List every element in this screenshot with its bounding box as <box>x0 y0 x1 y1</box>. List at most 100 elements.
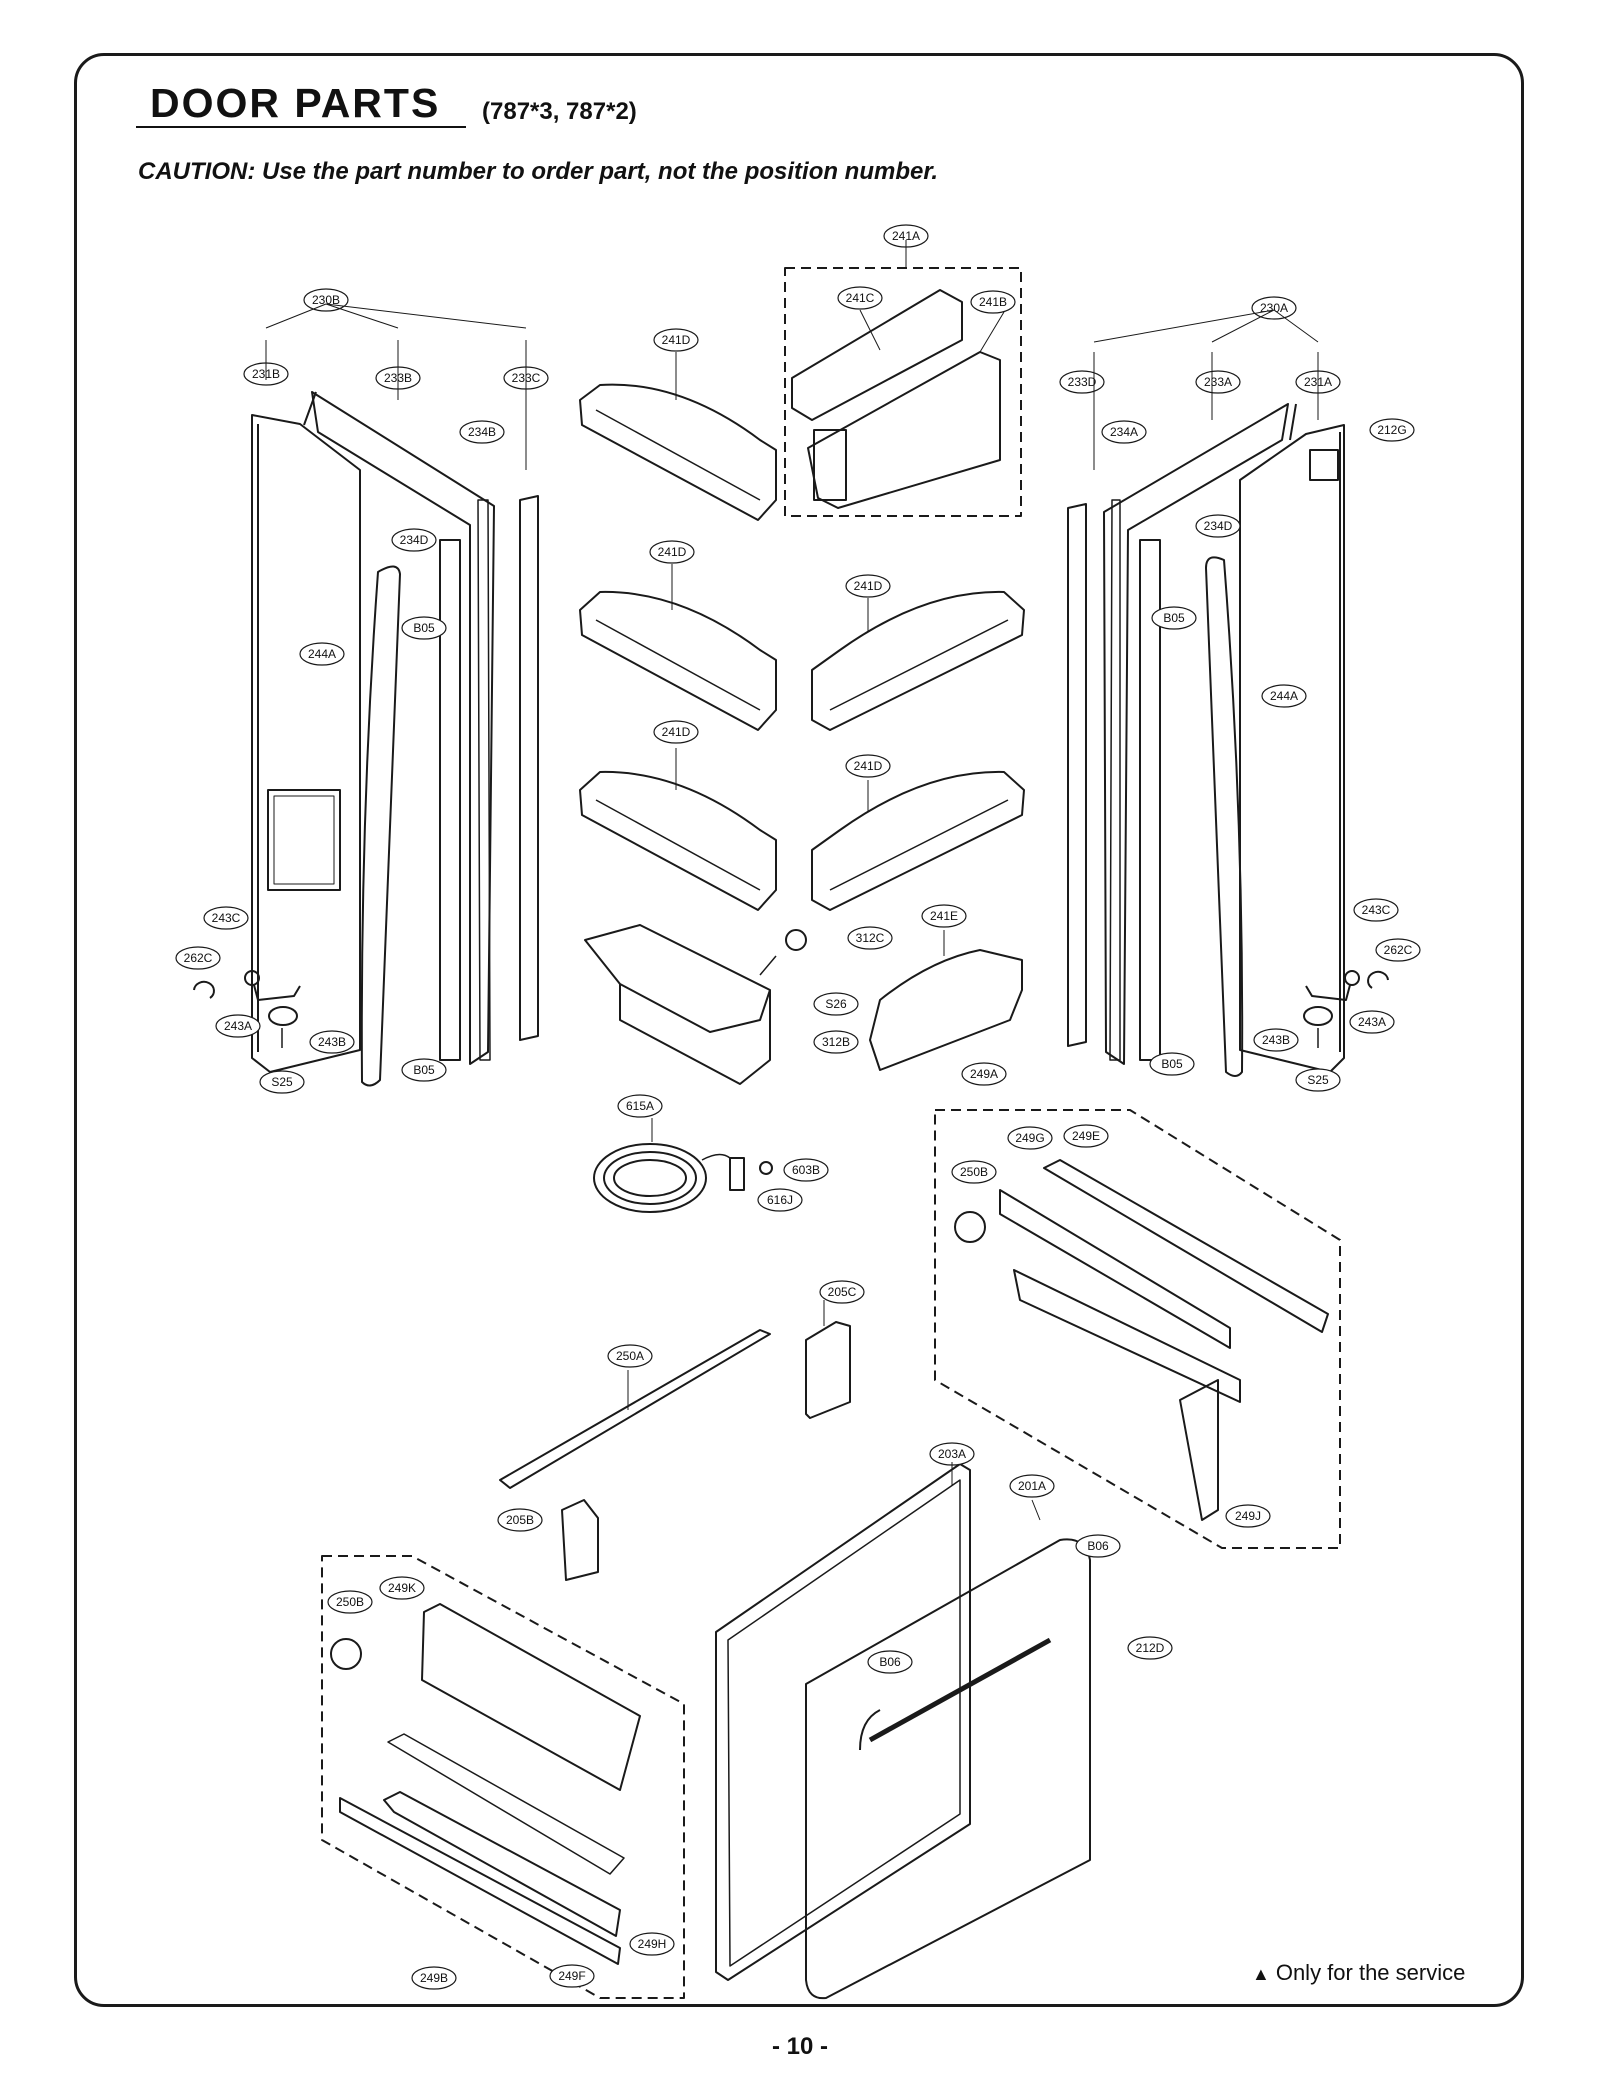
model-numbers: (787*3, 787*2) <box>482 98 637 125</box>
callout-603b: 603B <box>783 1158 829 1182</box>
callout-label: 241D <box>854 759 883 773</box>
callout-241a: 241A <box>883 224 929 248</box>
callout-label: 244A <box>308 647 336 661</box>
callout-label: 234A <box>1110 425 1138 439</box>
callout-label: 243A <box>224 1019 252 1033</box>
callout-241d: 241D <box>653 328 699 352</box>
callout-label: 312C <box>856 931 885 945</box>
callout-label: 230B <box>312 293 340 307</box>
callout-label: 205B <box>506 1513 534 1527</box>
callout-label: B05 <box>1161 1057 1183 1071</box>
caution-note: CAUTION: Use the part number to order pa… <box>138 158 939 185</box>
callout-249b: 249B <box>411 1966 457 1990</box>
callout-label: 234B <box>468 425 496 439</box>
callout-label: 241E <box>930 909 958 923</box>
callout-label: 241A <box>892 229 920 243</box>
callout-203a: 203A <box>929 1442 975 1466</box>
callout-label: 205C <box>828 1285 857 1299</box>
freezer-drawer <box>715 1463 1091 2000</box>
callout-243a: 243A <box>1349 1010 1395 1034</box>
callout-label: 244A <box>1270 689 1298 703</box>
callout-249e: 249E <box>1063 1124 1109 1148</box>
callout-244a: 244A <box>1261 684 1307 708</box>
callout-label: 262C <box>1384 943 1413 957</box>
callout-b05: B05 <box>401 1058 447 1082</box>
callout-label: B05 <box>413 621 435 635</box>
callout-241d: 241D <box>649 540 695 564</box>
callout-label: 241D <box>658 545 687 559</box>
callout-label: S25 <box>271 1075 293 1089</box>
callout-241d: 241D <box>653 720 699 744</box>
callout-212d: 212D <box>1127 1636 1173 1660</box>
callout-233a: 233A <box>1195 370 1241 394</box>
callout-b06: B06 <box>1075 1534 1121 1558</box>
callout-label: 233A <box>1204 375 1232 389</box>
service-note: ▲Only for the service <box>1252 1960 1465 1986</box>
callout-241c: 241C <box>837 286 883 310</box>
callout-s25: S25 <box>1295 1068 1341 1092</box>
callout-234a: 234A <box>1101 420 1147 444</box>
callout-241e: 241E <box>921 904 967 928</box>
callout-label: 230A <box>1260 301 1288 315</box>
callout-b05: B05 <box>401 616 447 640</box>
callout-label: 243B <box>318 1035 346 1049</box>
callout-233d: 233D <box>1059 370 1105 394</box>
callout-201a: 201A <box>1009 1474 1055 1498</box>
callout-label: 234D <box>400 533 429 547</box>
callout-243b: 243B <box>1253 1028 1299 1052</box>
callout-234b: 234B <box>459 420 505 444</box>
callout-label: 250A <box>616 1349 644 1363</box>
callout-616j: 616J <box>757 1188 803 1212</box>
callout-249h: 249H <box>629 1932 675 1956</box>
callout-234d: 234D <box>391 528 437 552</box>
callout-249a: 249A <box>961 1062 1007 1086</box>
callout-label: B05 <box>1163 611 1185 625</box>
callout-label: 243A <box>1358 1015 1386 1029</box>
page-number: - 10 - <box>771 2033 828 2060</box>
callout-label: 249E <box>1072 1129 1100 1143</box>
callout-241d: 241D <box>845 574 891 598</box>
callout-label: 249F <box>558 1969 585 1983</box>
callout-243a: 243A <box>215 1014 261 1038</box>
callout-243c: 243C <box>203 906 249 930</box>
callout-label: B05 <box>413 1063 435 1077</box>
door-bins <box>579 267 1025 1085</box>
callout-250b: 250B <box>327 1590 373 1614</box>
callout-label: 312B <box>822 1035 850 1049</box>
callout-label: B06 <box>1087 1539 1109 1553</box>
callout-262c: 262C <box>175 946 221 970</box>
triangle-icon: ▲ <box>1252 1964 1270 1984</box>
callout-label: 603B <box>792 1163 820 1177</box>
service-note-text: Only for the service <box>1275 1960 1466 1985</box>
callout-244a: 244A <box>299 642 345 666</box>
title-underline <box>136 126 466 128</box>
callout-label: B06 <box>879 1655 901 1669</box>
callout-615a: 615A <box>617 1094 663 1118</box>
callout-label: 241D <box>662 725 691 739</box>
callout-label: 616J <box>767 1193 793 1207</box>
callout-312c: 312C <box>847 926 893 950</box>
callout-label: 241C <box>846 291 875 305</box>
callout-label: 201A <box>1018 1479 1046 1493</box>
callout-b05: B05 <box>1151 606 1197 630</box>
callout-label: 212G <box>1377 423 1406 437</box>
callout-label: 249A <box>970 1067 998 1081</box>
callout-241d: 241D <box>845 754 891 778</box>
callout-250b: 250B <box>951 1160 997 1184</box>
callout-label: 249J <box>1235 1509 1261 1523</box>
callout-label: 243C <box>212 911 241 925</box>
rail-assembly-lower <box>321 1555 685 1999</box>
callout-label: 233D <box>1068 375 1097 389</box>
callout-label: 241D <box>662 333 691 347</box>
callout-230a: 230A <box>1251 296 1297 320</box>
callout-label: 249B <box>420 1971 448 1985</box>
callout-label: S25 <box>1307 1073 1329 1087</box>
callout-label: 249G <box>1015 1131 1044 1145</box>
page-title: DOOR PARTS <box>150 80 441 126</box>
callout-label: 250B <box>336 1595 364 1609</box>
callout-241b: 241B <box>970 290 1016 314</box>
callout-249g: 249G <box>1007 1126 1053 1150</box>
callout-label: 243B <box>1262 1033 1290 1047</box>
leader-lines <box>265 240 1319 1521</box>
